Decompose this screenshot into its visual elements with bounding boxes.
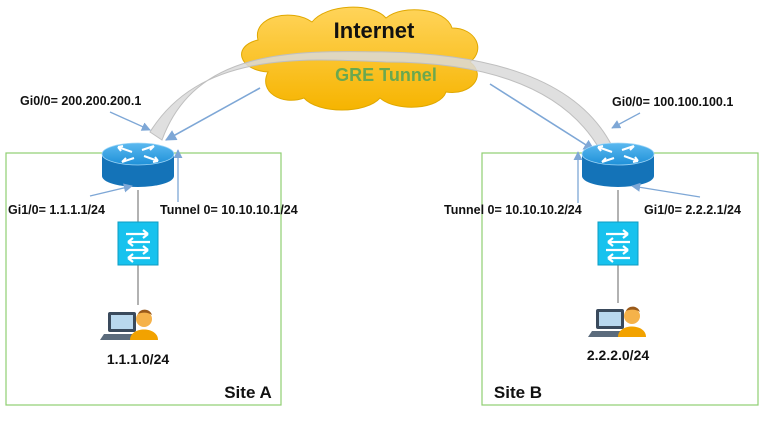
site-b-name: Site B <box>494 383 542 402</box>
internet-label: Internet <box>334 18 415 43</box>
switch-icon[interactable] <box>117 221 159 266</box>
site-a-gi0-label: Gi0/0= 200.200.200.1 <box>20 94 141 108</box>
site-a-name: Site A <box>224 383 272 402</box>
gre-tunnel-label: GRE Tunnel <box>335 65 437 85</box>
gi1-b-pointer <box>631 182 701 198</box>
gi1-a-pointer <box>89 183 133 197</box>
router-icon[interactable] <box>581 142 655 187</box>
site-a-tunnel-label: Tunnel 0= 10.10.10.1/24 <box>160 203 298 217</box>
gi0-a-pointer <box>109 111 151 131</box>
user-workstation-icon[interactable] <box>588 306 646 337</box>
site-b-gi1-label: Gi1/0= 2.2.2.1/24 <box>644 203 741 217</box>
gi0-b-pointer <box>611 112 641 129</box>
site-b-gi0-label: Gi0/0= 100.100.100.1 <box>612 95 733 109</box>
site-b-tunnel-label: Tunnel 0= 10.10.10.2/24 <box>444 203 582 217</box>
site-a-network-label: 1.1.1.0/24 <box>107 351 169 367</box>
site-a-gi1-label: Gi1/0= 1.1.1.1/24 <box>8 203 105 217</box>
site-b-box <box>481 152 759 406</box>
switch-icon[interactable] <box>597 221 639 266</box>
site-a-box <box>5 152 282 406</box>
router-icon[interactable] <box>101 142 175 187</box>
site-b-network-label: 2.2.2.0/24 <box>587 347 649 363</box>
user-workstation-icon[interactable] <box>100 309 158 340</box>
